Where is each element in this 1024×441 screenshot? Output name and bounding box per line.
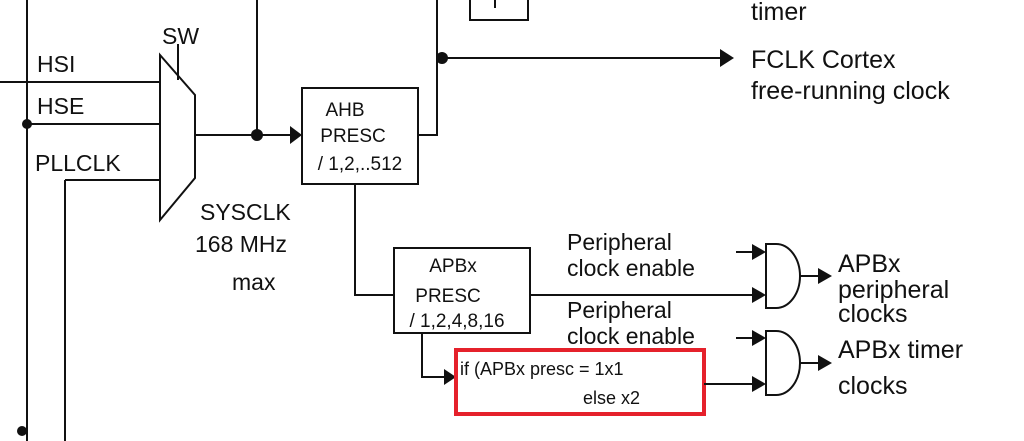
- sysclk-mux: [159, 52, 196, 223]
- sysclk-label: SYSCLK: [200, 199, 291, 225]
- arrowhead: [818, 268, 832, 284]
- apbx-timer-clocks-label-line2: clocks: [838, 372, 907, 400]
- fclk-label: FCLK Cortex: [751, 46, 896, 74]
- sysclk-max-label: max: [232, 269, 276, 295]
- arrowhead: [290, 126, 302, 144]
- junction-dot: [436, 52, 448, 64]
- junction-dot: [17, 426, 27, 436]
- apbx-timer-clocks-label: APBx timer: [838, 336, 963, 364]
- arrowhead: [720, 49, 734, 67]
- junction-dot: [251, 129, 263, 141]
- arrowhead: [752, 330, 766, 346]
- arrowhead: [752, 376, 766, 392]
- apbx-label: APBx: [429, 256, 477, 277]
- arrowhead: [752, 244, 766, 260]
- timer-multiplier-condition: if (APBx presc = 1x1: [460, 359, 624, 379]
- apbx-to-timer-wire: [421, 333, 444, 378]
- ahb-prescaler-box: [301, 87, 419, 185]
- sysclk-freq-label: 168 MHz: [195, 231, 287, 257]
- timer-top-label: timer: [751, 0, 807, 26]
- timer-multiplier-else: else x2: [583, 388, 640, 408]
- ahb-label: AHB: [325, 100, 364, 121]
- ahb-to-apbx-wire: [354, 184, 394, 296]
- ahb-out-wire: [418, 0, 438, 136]
- timer-and-gate: [765, 330, 801, 396]
- apbx-peripheral-clocks-label-line3: clocks: [838, 300, 907, 328]
- apbx-peripheral-clocks-label: APBx: [838, 250, 901, 278]
- periph-enable-1-label-line2: clock enable: [567, 255, 695, 281]
- peripheral-and-gate: [765, 243, 801, 309]
- apbx-presc-label: PRESC: [415, 286, 480, 307]
- ahb-presc-label: PRESC: [320, 126, 385, 147]
- hsi-label: HSI: [37, 51, 75, 77]
- apbx-peripheral-clocks-label-line2: peripheral: [838, 276, 949, 304]
- top-partial-box: [469, 0, 529, 21]
- hse-label: HSE: [37, 93, 84, 119]
- sw-label: SW: [162, 23, 199, 49]
- fclk-description: free-running clock: [751, 77, 950, 105]
- pllclk-label: PLLCLK: [35, 150, 121, 176]
- arrowhead: [818, 355, 832, 371]
- periph-enable-2-label-line2: clock enable: [567, 323, 695, 349]
- apbx-prescaler-box: [393, 247, 531, 334]
- arrowhead: [444, 369, 456, 385]
- arrowhead: [752, 287, 766, 303]
- periph-enable-1-label: Peripheral: [567, 229, 672, 255]
- ahb-divider-label: / 1,2,..512: [318, 154, 403, 175]
- apbx-divider-label: / 1,2,4,8,16: [409, 311, 504, 332]
- timer-multiplier-highlight: [454, 348, 706, 416]
- periph-enable-2-label: Peripheral: [567, 297, 672, 323]
